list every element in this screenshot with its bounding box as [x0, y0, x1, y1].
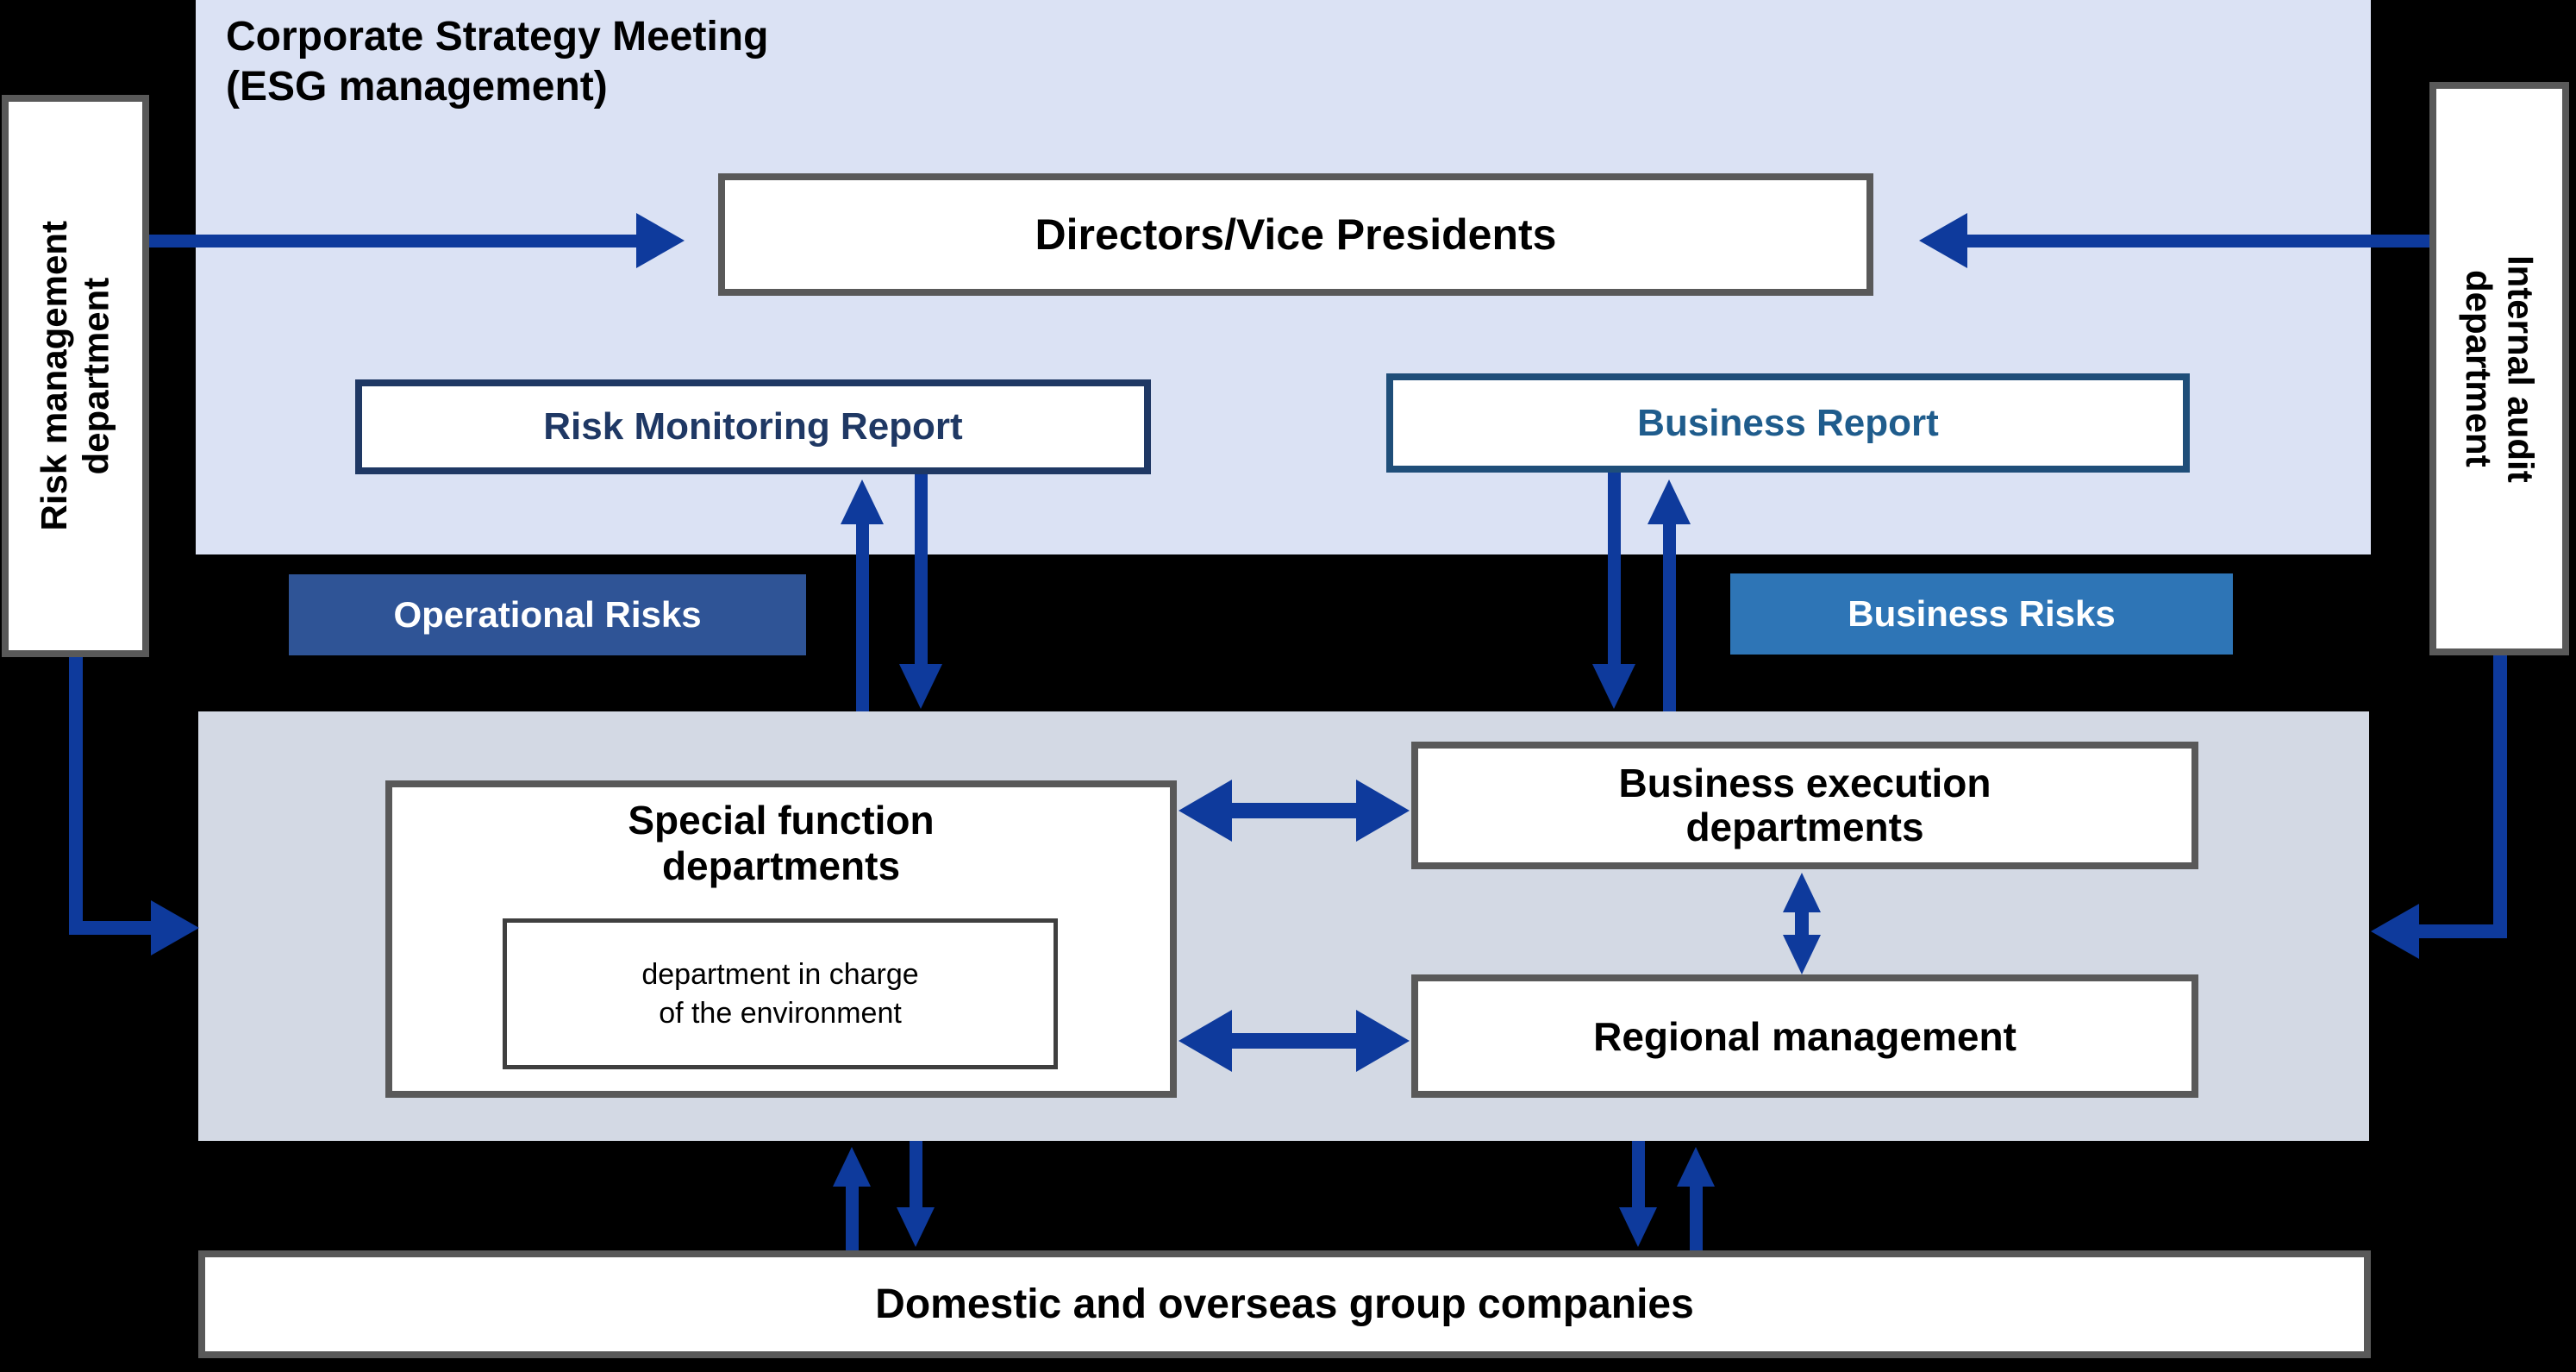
environment-department-box: department in charge of the environment	[503, 918, 1058, 1069]
risk-management-department-label: Risk management department	[34, 221, 116, 531]
special-function-label: Special function departments	[628, 798, 935, 888]
internal-audit-department-label: Internal audit department	[2459, 254, 2542, 483]
business-execution-box: Business execution departments	[1411, 742, 2198, 869]
risk-monitoring-report-box: Risk Monitoring Report	[355, 379, 1151, 474]
risk-management-department-box: Risk management department	[2, 95, 149, 657]
directors-box: Directors/Vice Presidents	[718, 173, 1873, 296]
group-companies-box: Domestic and overseas group companies	[198, 1250, 2371, 1358]
operational-risks-tag: Operational Risks	[289, 574, 806, 655]
regional-management-box: Regional management	[1411, 974, 2198, 1098]
business-risks-tag: Business Risks	[1730, 573, 2233, 655]
business-report-box: Business Report	[1386, 373, 2190, 473]
panel-title: Corporate Strategy Meeting (ESG manageme…	[226, 14, 769, 110]
internal-audit-department-box: Internal audit department	[2429, 82, 2569, 655]
